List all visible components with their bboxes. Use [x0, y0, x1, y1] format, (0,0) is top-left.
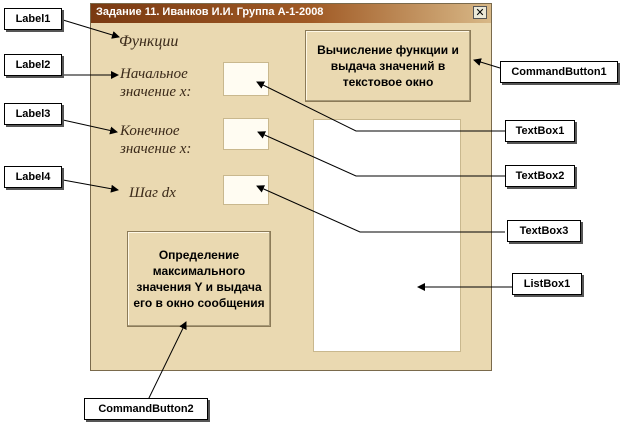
label3-line1: Конечное — [120, 123, 180, 139]
callout-label2: Label2 — [4, 54, 62, 76]
textbox1-start-input[interactable] — [223, 62, 269, 96]
arrow-commandbutton2 — [147, 321, 187, 401]
callout-label3: Label3 — [4, 103, 62, 125]
arrow-commandbutton1 — [473, 58, 501, 69]
callout-textbox1: TextBox1 — [505, 120, 575, 142]
callout-commandbutton2: CommandButton2 — [84, 398, 208, 420]
listbox1-results[interactable] — [313, 119, 461, 352]
label3-line2: значение x: — [120, 141, 192, 157]
label2-line1: Начальное — [120, 66, 188, 82]
callout-listbox1: ListBox1 — [512, 273, 582, 295]
arrow-textbox3 — [256, 185, 505, 233]
label2-start-value: Начальное значение x: — [120, 65, 191, 101]
callout-label4: Label4 — [4, 166, 62, 188]
label3-end-value: Конечное значение x: — [120, 122, 191, 158]
command-button1-compute[interactable]: Вычисление функции и выдача значений в т… — [305, 30, 471, 102]
label2-line2: значение x: — [120, 84, 192, 100]
callout-textbox2: TextBox2 — [505, 165, 575, 187]
title-bar: Задание 11. Иванков И.И. Группа А-1-2008… — [91, 4, 491, 23]
command-button2-find-max[interactable]: Определение максимального значения Y и в… — [127, 231, 271, 327]
textbox2-end-input[interactable] — [223, 118, 269, 150]
label4-step-dx: Шаг dx — [129, 185, 176, 201]
callout-label1: Label1 — [4, 8, 62, 30]
close-icon[interactable]: ✕ — [473, 6, 487, 19]
arrow-textbox2 — [257, 131, 505, 177]
arrow-textbox1 — [256, 81, 505, 132]
user-form-window: Задание 11. Иванков И.И. Группа А-1-2008… — [90, 3, 492, 371]
label1-functions: Функции — [119, 33, 179, 50]
window-title: Задание 11. Иванков И.И. Группа А-1-2008 — [96, 6, 324, 18]
callout-textbox3: TextBox3 — [507, 220, 581, 242]
callout-commandbutton1: CommandButton1 — [500, 61, 618, 83]
arrow-label1 — [62, 19, 120, 39]
arrow-label4 — [62, 179, 119, 193]
arrow-label3 — [62, 119, 118, 135]
